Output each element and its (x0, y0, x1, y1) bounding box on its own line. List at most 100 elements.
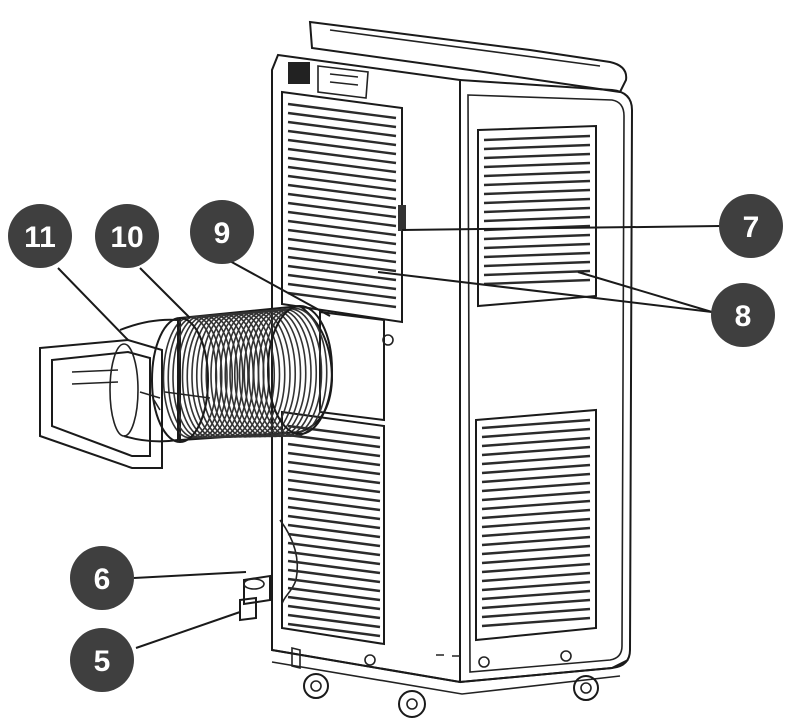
grille-slat (483, 260, 591, 268)
grille-slat (481, 490, 591, 502)
grille-slat (287, 165, 397, 183)
window-adapter (39, 318, 179, 469)
grille-slat (287, 111, 397, 129)
grille-slat (481, 589, 591, 601)
leader-line-11 (57, 267, 129, 341)
callout-number: 5 (94, 645, 111, 678)
grille-slat (287, 282, 397, 300)
callout-number: 7 (743, 211, 760, 244)
grille-slat (287, 255, 397, 273)
drain-port-upper (243, 574, 271, 606)
grille-slat (287, 147, 397, 165)
grille-slat (287, 478, 381, 494)
grille-slat (481, 553, 591, 565)
grille-slat (287, 469, 381, 485)
grille-slat (287, 451, 381, 467)
grille-slat (287, 487, 381, 503)
leader-lines (57, 225, 721, 649)
grille-slat (287, 138, 397, 156)
grille-slat (287, 496, 381, 512)
callout-badge (70, 628, 134, 692)
wheel (573, 675, 599, 701)
leader-line-8a (377, 271, 713, 313)
grille-slat (287, 237, 397, 255)
grille-slat (287, 595, 381, 611)
grille-slat (287, 120, 397, 138)
grille-slat (481, 535, 591, 547)
grille-slat (287, 183, 397, 201)
grille-slat (481, 481, 591, 493)
grille-slat (287, 192, 397, 210)
grille-slats (287, 102, 591, 638)
grille-slat (287, 514, 381, 530)
grille-slat (287, 613, 381, 629)
grille-slat (287, 604, 381, 620)
grille-slat (481, 562, 591, 574)
leader-line-6 (133, 571, 247, 579)
air-conditioner-unit (239, 20, 634, 718)
callout-number: 8 (735, 300, 752, 333)
grille-slat (481, 598, 591, 610)
grille-slat (481, 463, 591, 475)
grille-slat (287, 577, 381, 593)
grille-slat (287, 228, 397, 246)
grille-slat (481, 445, 591, 457)
grille-slat (287, 219, 397, 237)
callout-badge (95, 204, 159, 268)
wheel (398, 690, 426, 718)
callout-number: 9 (214, 217, 231, 250)
grille-slat (287, 264, 397, 282)
grille-slat (483, 278, 591, 286)
side-knob (398, 205, 406, 231)
grille-slat (481, 508, 591, 520)
grille-slat (483, 188, 591, 196)
grille-slat (483, 242, 591, 250)
grille-slat (287, 550, 381, 566)
grille-slat (481, 616, 591, 628)
callout-number: 6 (94, 563, 111, 596)
grille-slat (287, 174, 397, 192)
leader-line-8b (577, 271, 713, 313)
leader-line-7 (401, 225, 721, 231)
grille-slat (481, 544, 591, 556)
callout-7: 7 (719, 194, 783, 258)
grille-slat (483, 233, 591, 241)
grille-slat (481, 517, 591, 529)
grille-slat (287, 424, 381, 440)
grille-slat (481, 607, 591, 619)
grille-slat (287, 442, 381, 458)
callout-11: 11 (8, 204, 72, 268)
grille-slat (481, 472, 591, 484)
callout-number: 11 (24, 221, 56, 254)
leader-line-9 (227, 259, 331, 317)
leader-line-10 (139, 267, 191, 319)
grille-slat (287, 568, 381, 584)
grille-slat (287, 129, 397, 147)
callout-badge (70, 546, 134, 610)
hose-ring (262, 307, 328, 437)
callout-badge (711, 283, 775, 347)
wheel (303, 673, 329, 699)
grille-slat (481, 427, 591, 439)
callout-9: 9 (190, 200, 254, 264)
callout-10: 10 (95, 204, 159, 268)
callout-6: 6 (70, 546, 134, 610)
grille-slat (287, 246, 397, 264)
grille-slat (287, 273, 397, 291)
grille-slat (287, 523, 381, 539)
grille-slat (483, 251, 591, 259)
grille-slat (481, 580, 591, 592)
grille-slat (481, 571, 591, 583)
grille-slat (287, 559, 381, 575)
grille-slat (483, 161, 591, 169)
grille-slat (481, 436, 591, 448)
grille-slat (483, 179, 591, 187)
grille-slat (481, 454, 591, 466)
grille-slat (483, 134, 591, 142)
grille-slat (481, 418, 591, 430)
grille-slat (287, 541, 381, 557)
grille-slat (287, 102, 397, 120)
grille-slat (287, 291, 397, 309)
callout-badge (8, 204, 72, 268)
leader-line-5 (135, 611, 241, 649)
